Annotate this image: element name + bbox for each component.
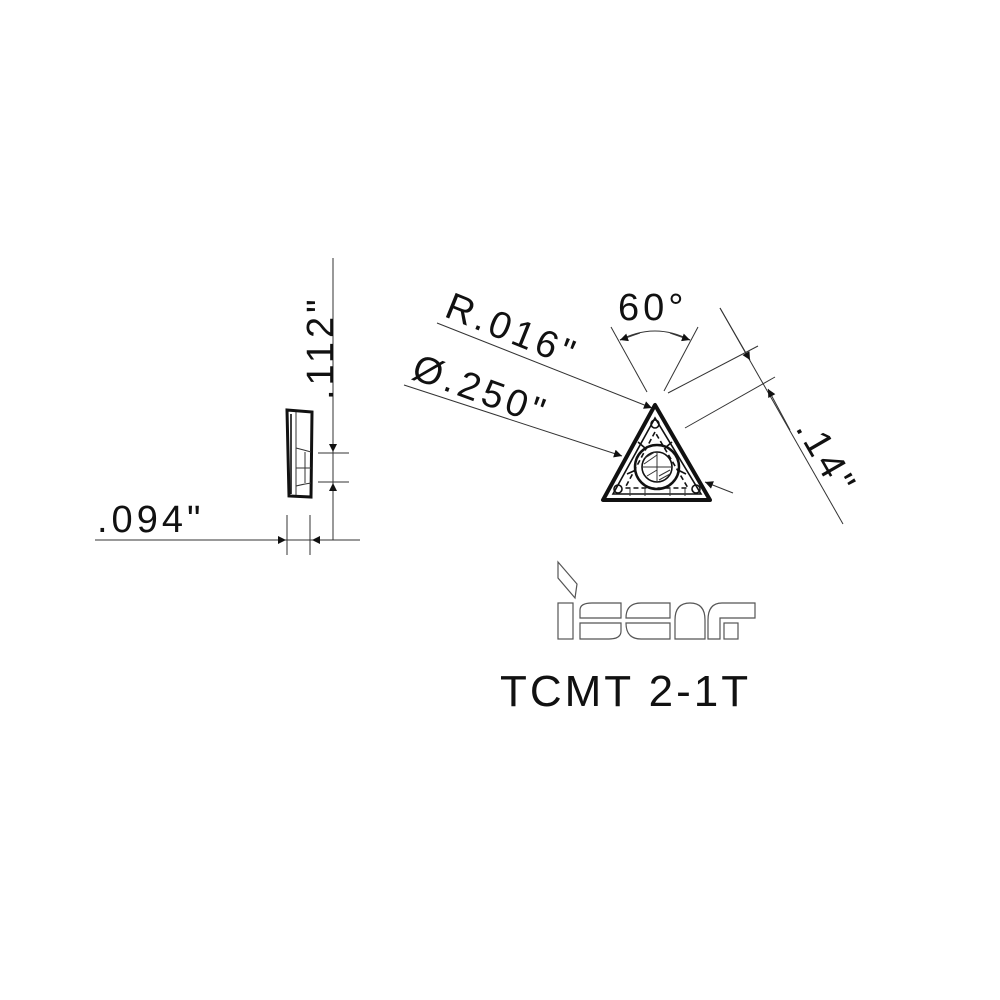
corner-leader [704, 481, 734, 494]
brand-logo [557, 560, 756, 640]
inscribed-circle-dimension: Ø.250" [403, 347, 623, 458]
product-code: TCMT 2-1T [500, 667, 751, 716]
edge-offset-dimension: .14" [667, 307, 865, 525]
thickness-dimension-label: .094" [97, 499, 204, 541]
thickness-dimension: .094" [95, 499, 360, 555]
edge-offset-label: .14" [787, 412, 865, 504]
height-dimension: .112" [300, 258, 349, 540]
angle-dimension: 60° [610, 287, 699, 393]
height-dimension-label: .112" [300, 295, 342, 400]
angle-dimension-label: 60° [618, 287, 687, 329]
triangular-insert-top-view [601, 403, 712, 502]
side-view-insert [285, 408, 314, 499]
